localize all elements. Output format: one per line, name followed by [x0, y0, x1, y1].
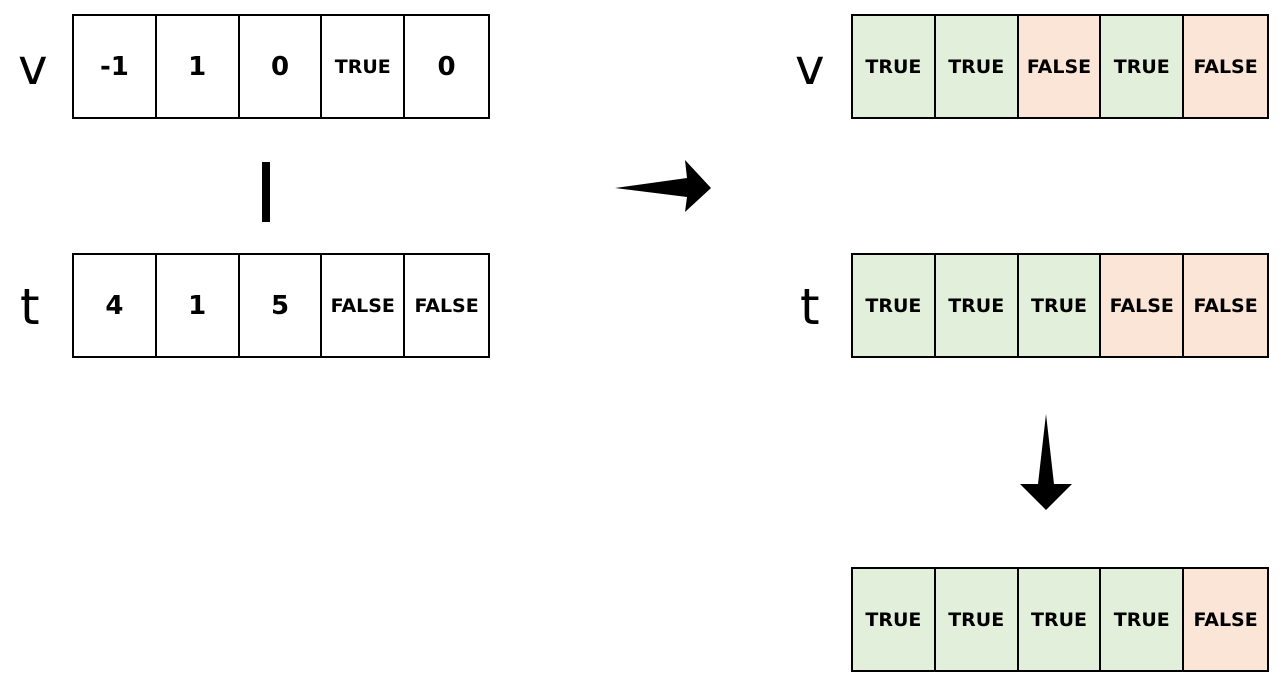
right-t-cell: TRUE [935, 255, 1019, 356]
right-t-cell: TRUE [1018, 255, 1102, 356]
right-v-cell: FALSE [1184, 16, 1267, 117]
left-t-cell: 4 [74, 255, 157, 356]
result-cell: TRUE [935, 569, 1019, 670]
left-v-cell: 1 [156, 16, 240, 117]
right-arrow-icon [615, 160, 711, 212]
right-t-cell: TRUE [853, 255, 936, 356]
down-arrow-icon [1020, 414, 1072, 510]
left-t-label: t [20, 278, 40, 336]
right-v-cell: TRUE [1101, 16, 1185, 117]
left-t-cell: 5 [239, 255, 323, 356]
left-t-cell: FALSE [405, 255, 488, 356]
right-v-cell: TRUE [935, 16, 1019, 117]
right-v-label: v [795, 38, 825, 96]
or-operator [262, 162, 270, 222]
right-v-cell: FALSE [1018, 16, 1102, 117]
right-t-cell: FALSE [1101, 255, 1185, 356]
result-cell: TRUE [853, 569, 936, 670]
left-v-cell: 0 [405, 16, 488, 117]
left-v-cell: TRUE [322, 16, 406, 117]
left-v-label: v [18, 38, 48, 96]
right-t-label: t [800, 278, 820, 336]
right-v-cell: TRUE [853, 16, 936, 117]
left-v-cell: -1 [74, 16, 157, 117]
result-cell: FALSE [1184, 569, 1267, 670]
result-cell: TRUE [1101, 569, 1185, 670]
left-t-cell: FALSE [322, 255, 406, 356]
left-t-cell: 1 [156, 255, 240, 356]
result-cell: TRUE [1018, 569, 1102, 670]
right-t-cell: FALSE [1184, 255, 1267, 356]
left-v-cell: 0 [239, 16, 323, 117]
